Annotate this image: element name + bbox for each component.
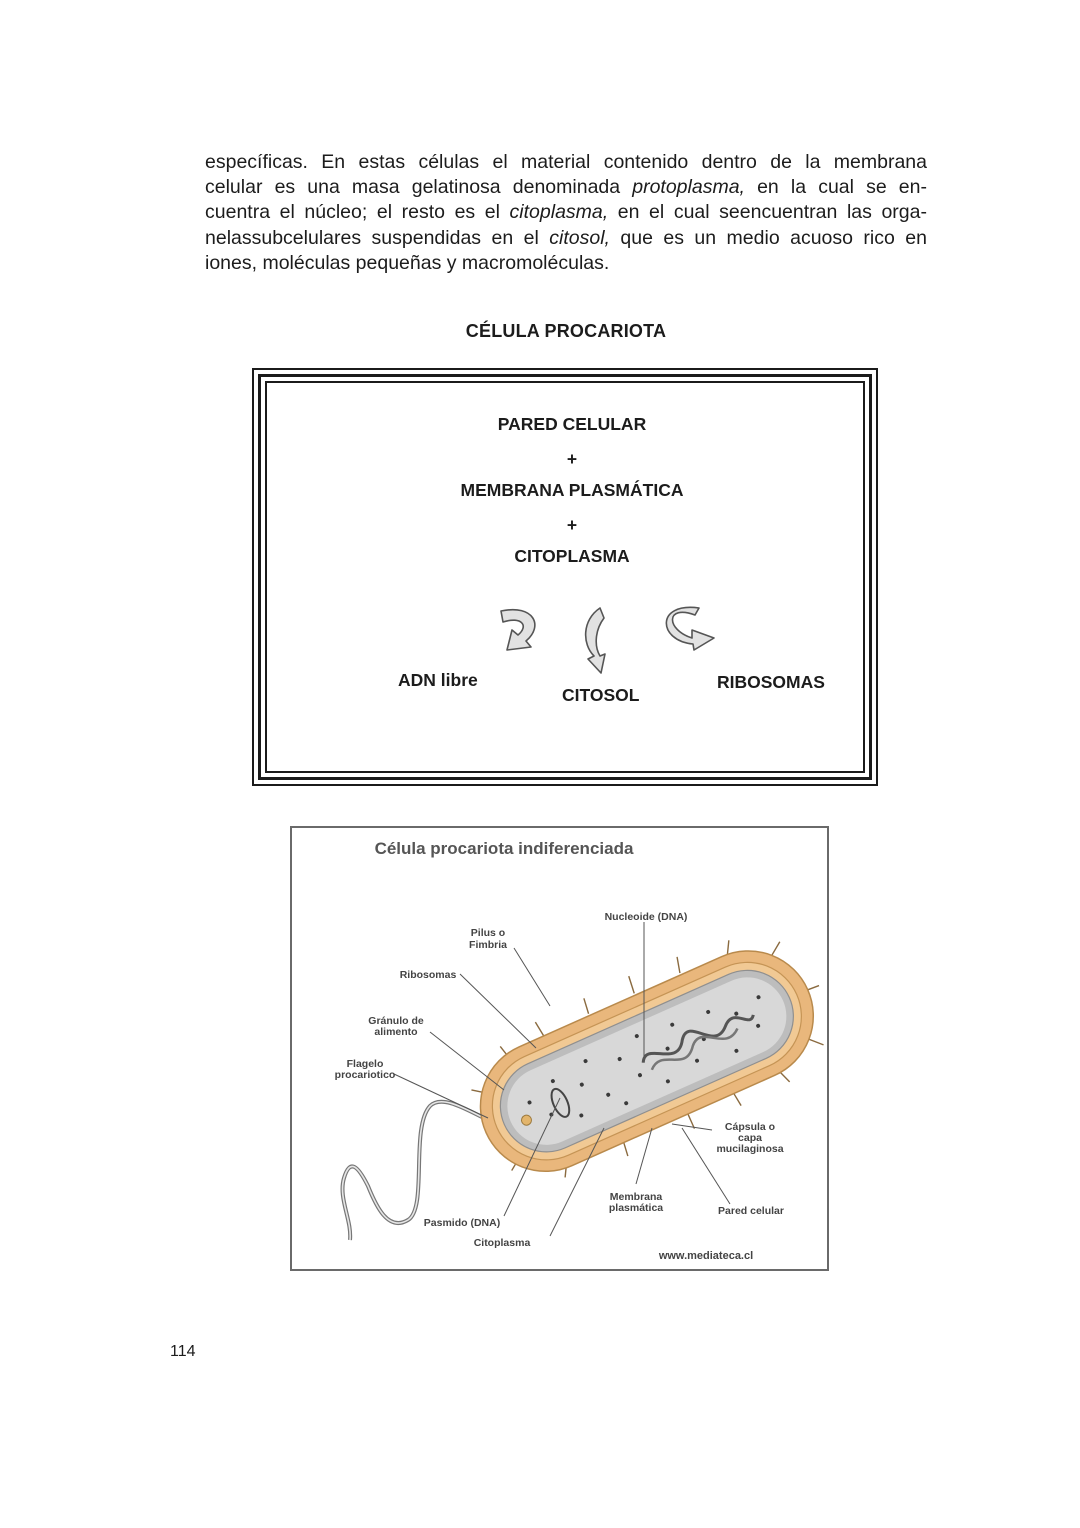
- label-pared: Pared celular: [718, 1205, 784, 1217]
- label-nucleoide: Nucleoide (DNA): [605, 911, 688, 923]
- box-item-ribosomas: RIBOSOMAS: [717, 672, 825, 692]
- branch-arrows: [500, 606, 715, 674]
- label-pasmido: Pasmido (DNA): [424, 1217, 500, 1229]
- prokaryote-illustration: Célula procariota indiferenciada: [335, 839, 824, 1262]
- arrow-left-icon: [500, 608, 536, 651]
- label-capsula: mucilaginosa: [716, 1143, 783, 1155]
- term-protoplasma: protoplasma,: [632, 176, 745, 199]
- box-line-pared: PARED CELULAR: [497, 414, 647, 434]
- body-paragraph: específicas. En estas células el materia…: [205, 150, 927, 276]
- paragraph-line: celular es una masa gelatinosa denominad…: [205, 176, 927, 199]
- figure-title: Célula procariota indiferenciada: [375, 839, 634, 858]
- label-flagelo: Flagelo: [347, 1058, 384, 1070]
- label-membrana: plasmática: [609, 1202, 663, 1214]
- cell-figure: Célula procariota indiferenciada: [290, 826, 829, 1271]
- box-line-membrana: MEMBRANA PLASMÁTICA: [460, 480, 684, 500]
- label-ribosomas: Ribosomas: [400, 969, 457, 981]
- box-border-innermost: [265, 381, 865, 773]
- label-granulo: Gránulo de: [368, 1015, 424, 1027]
- paragraph-line: específicas. En estas células el materia…: [205, 151, 927, 173]
- box-plus: +: [566, 515, 578, 535]
- box-border-inner: [258, 374, 872, 780]
- section-title: CÉLULA PROCARIOTA: [465, 321, 667, 341]
- label-citoplasma: Citoplasma: [474, 1237, 531, 1249]
- term-citoplasma: citoplasma,: [509, 201, 609, 224]
- box-item-citosol: CITOSOL: [562, 685, 640, 705]
- label-capsula: capa: [738, 1132, 762, 1144]
- label-pilus: Fimbria: [469, 939, 507, 951]
- label-pilus: Pilus o: [471, 927, 505, 939]
- label-capsula: Cápsula o: [725, 1121, 775, 1133]
- arrow-right-icon: [665, 606, 715, 651]
- label-granulo: alimento: [374, 1026, 417, 1038]
- term-citosol: citosol,: [549, 226, 610, 249]
- paragraph-line: nelassubcelulares suspendidas en el cito…: [205, 226, 927, 249]
- box-plus: +: [566, 449, 578, 469]
- box-item-adn: ADN libre: [398, 670, 478, 690]
- paragraph-line: cuentra el núcleo; el resto es el citopl…: [205, 201, 927, 224]
- label-flagelo: procariotico: [335, 1069, 396, 1081]
- arrow-down-icon: [584, 607, 606, 674]
- figure-credit: www.mediateca.cl: [658, 1250, 753, 1262]
- concept-box: PARED CELULAR + MEMBRANA PLASMÁTICA + CI…: [252, 368, 878, 786]
- page-number: 114: [170, 1343, 196, 1360]
- paragraph-line: iones, moléculas pequeñas y macromolécul…: [205, 251, 610, 274]
- cell-body: [471, 940, 824, 1178]
- label-membrana: Membrana: [610, 1191, 663, 1203]
- box-line-citoplasma: CITOPLASMA: [514, 546, 630, 566]
